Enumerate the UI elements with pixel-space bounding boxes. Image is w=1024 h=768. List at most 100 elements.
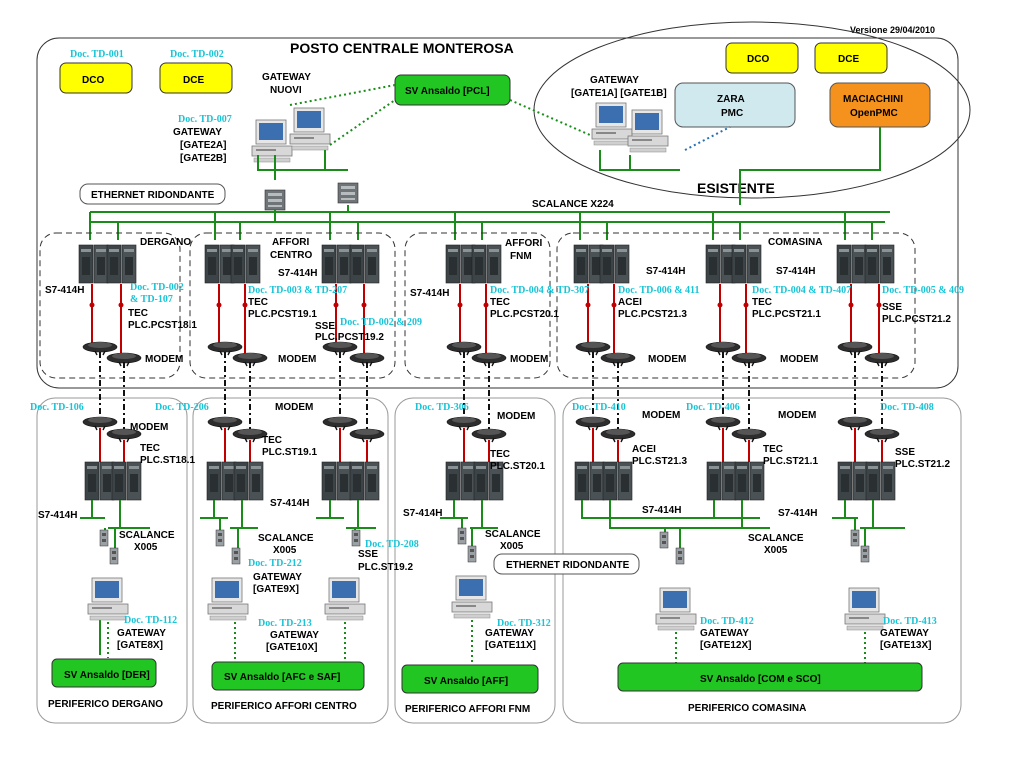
gateway-new-sub: NUOVI xyxy=(270,85,302,96)
maciachini-label: MACIACHINI xyxy=(843,94,903,105)
dergano-name: DERGANO xyxy=(140,237,191,248)
p4-doc-top3: Doc. TD-408 xyxy=(880,402,934,413)
peripheral-modems xyxy=(82,416,900,443)
affori-fnm-name-1: AFFORI xyxy=(505,238,542,249)
ethernet-redundant-box xyxy=(79,183,226,205)
comasina-modem-1: MODEM xyxy=(648,354,686,365)
gateway-existing-pc-1 xyxy=(591,102,633,146)
affori-centro-doc2: Doc. TD-002 & 209 xyxy=(340,317,422,328)
dergano-doc-1: Doc. TD-002 xyxy=(130,282,184,293)
sv-afc-box xyxy=(211,661,365,691)
comasina-doc-1: Doc. TD-006 & 411 xyxy=(618,285,699,296)
p2-doc-gw1: Doc. TD-212 xyxy=(248,558,302,569)
affori-fnm-doc: Doc. TD-004 & TD-307 xyxy=(490,285,589,296)
p2-doc-sse: Doc. TD-208 xyxy=(365,539,419,550)
scalance-x224-switch-1 xyxy=(264,189,286,211)
p2-doc-gw: Doc. TD-213 xyxy=(258,618,312,629)
central-modems xyxy=(82,341,900,367)
zara-dotted-link xyxy=(684,126,731,151)
gateway-left-label: GATEWAY xyxy=(173,127,222,138)
comasina-acei: ACEI xyxy=(618,297,642,308)
affori-centro-sse: SSE xyxy=(315,321,335,332)
affori-fnm-plc-type: TEC xyxy=(490,297,510,308)
p4-sse-id: PLC.ST21.2 xyxy=(895,459,950,470)
affori-fnm-plc-id: PLC.PCST20.1 xyxy=(490,309,559,320)
p4-s7-a: S7-414H xyxy=(642,505,681,516)
p4-doc-gw1: Doc. TD-412 xyxy=(700,616,754,627)
p3-scalance: SCALANCE xyxy=(485,529,541,540)
p4-doc-top2: Doc. TD-406 xyxy=(686,402,740,413)
central-title: POSTO CENTRALE MONTEROSA xyxy=(290,40,514,56)
p4-scalance-model: X005 xyxy=(764,545,788,556)
periferico-comasina-title: PERIFERICO COMASINA xyxy=(688,703,806,714)
periferico-affori-centro-title: PERIFERICO AFFORI CENTRO xyxy=(211,701,357,712)
dco-box-right xyxy=(725,42,799,74)
red-links-central xyxy=(91,284,880,355)
comasina-acei-id: PLC.PCST21.3 xyxy=(618,309,687,320)
sv-pcl-label: SV Ansaldo [PCL] xyxy=(405,86,490,97)
p4-s7-b: S7-414H xyxy=(778,508,817,519)
green-bus xyxy=(89,127,890,240)
p2-scalance-model: X005 xyxy=(273,545,297,556)
central-station-groups xyxy=(39,232,916,379)
p2-scalance: SCALANCE xyxy=(258,533,314,544)
p1-s7: S7-414H xyxy=(38,510,77,521)
sv-afc-label: SV Ansaldo [AFC e SAF] xyxy=(224,672,340,683)
p2-plc-id: PLC.ST19.1 xyxy=(262,447,317,458)
affori-fnm-modem: MODEM xyxy=(510,354,548,365)
affori-centro-doc: Doc. TD-003 & TD-207 xyxy=(248,285,347,296)
comasina-name: COMASINA xyxy=(768,237,822,248)
doc-td001: Doc. TD-001 xyxy=(70,49,124,60)
comasina-modem-2: MODEM xyxy=(780,354,818,365)
affori-centro-plc-type: TEC xyxy=(248,297,268,308)
central-plc-racks xyxy=(78,244,895,284)
affori-centro-name-1: AFFORI xyxy=(272,237,309,248)
p2-doc-top: Doc. TD-206 xyxy=(155,402,209,413)
sv-aff-label: SV Ansaldo [AFF] xyxy=(424,676,508,687)
version-label: Versione 29/04/2010 xyxy=(850,25,935,35)
p3-gateway-id: [GATE11X] xyxy=(485,640,536,651)
scalance-x224-label: SCALANCE X224 xyxy=(532,199,614,210)
red-links-peripheral xyxy=(99,428,883,462)
gateway-new-label: GATEWAY xyxy=(262,72,311,83)
p3-doc-top: Doc. TD-306 xyxy=(415,402,469,413)
p3-modem: MODEM xyxy=(497,411,535,422)
comasina-tec: TEC xyxy=(752,297,772,308)
p4-gateway1: GATEWAY xyxy=(700,628,749,639)
p4-modem-1: MODEM xyxy=(642,410,680,421)
pmc-label: PMC xyxy=(721,108,743,119)
dce-box-left xyxy=(159,62,233,94)
affori-centro-sse-id: PLC.PCST19.2 xyxy=(315,332,384,343)
p4-doc-top1: Doc. TD-410 xyxy=(572,402,626,413)
periferico-dergano-title: PERIFERICO DERGANO xyxy=(48,699,163,710)
dergano-plc-id: PLC.PCST18.1 xyxy=(128,320,197,331)
p3-s7: S7-414H xyxy=(403,508,442,519)
p4-modem-2: MODEM xyxy=(778,410,816,421)
affori-centro-s7: S7-414H xyxy=(278,268,317,279)
comasina-tec-id: PLC.PCST21.1 xyxy=(752,309,821,320)
p1-modem: MODEM xyxy=(130,422,168,433)
p1-scalance-model: X005 xyxy=(134,542,158,553)
existing-label: ESISTENTE xyxy=(697,180,775,196)
peripheral-pcs xyxy=(87,575,886,631)
comasina-sse: SSE xyxy=(882,302,902,313)
sv-com-label: SV Ansaldo [COM e SCO] xyxy=(700,674,821,685)
affori-fnm-s7: S7-414H xyxy=(410,288,449,299)
p4-tec-id: PLC.ST21.1 xyxy=(763,456,818,467)
p3-ethernet-box xyxy=(493,553,640,575)
dco-box-left xyxy=(59,62,133,94)
red-dots-central xyxy=(89,302,882,308)
p1-doc-top: Doc. TD-106 xyxy=(30,402,84,413)
sv-der-box xyxy=(51,658,157,688)
p3-plc-type: TEC xyxy=(490,449,510,460)
p2-s7: S7-414H xyxy=(270,498,309,509)
modem-links xyxy=(99,352,883,432)
gateway-existing-pc-2 xyxy=(627,109,669,153)
sv-pcl-box xyxy=(394,74,511,106)
scalance-x224-switch-2 xyxy=(337,182,359,204)
zara-label: ZARA xyxy=(717,94,745,105)
p3-ethernet-label: ETHERNET RIDONDANTE xyxy=(506,560,630,571)
p1-gateway: GATEWAY xyxy=(117,628,166,639)
p2-gateway1-id: [GATE9X] xyxy=(253,584,299,595)
